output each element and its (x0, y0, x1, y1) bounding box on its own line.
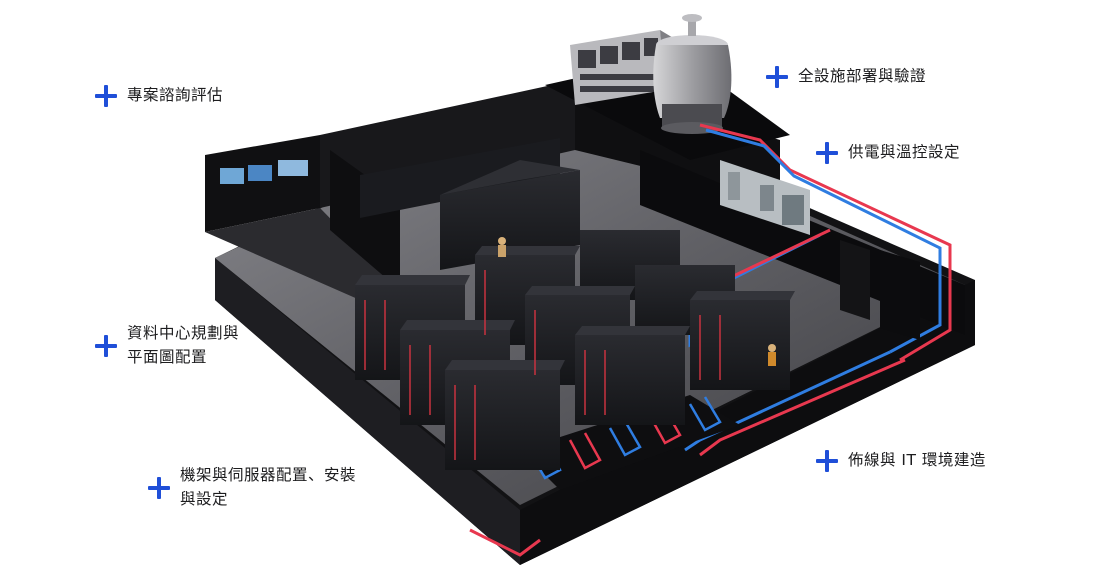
electrical-room (720, 160, 920, 340)
callout-text: 專案諮詢評估 (127, 83, 223, 107)
callout-racks[interactable]: 機架與伺服器配置、安裝 與設定 (148, 463, 356, 511)
callout-planning[interactable]: 資料中心規劃與 平面圖配置 (95, 321, 239, 369)
callout-deployment[interactable]: 全設施部署與驗證 (766, 64, 926, 88)
server-racks (355, 138, 795, 470)
plus-icon (816, 142, 838, 164)
callout-line: 平面圖配置 (127, 348, 208, 366)
cooling-tower (653, 14, 732, 134)
callout-line: 機架與伺服器配置、安裝 (180, 466, 357, 484)
callout-line: 與設定 (180, 490, 229, 508)
callout-line: 供電與溫控設定 (848, 143, 961, 161)
plus-icon (816, 450, 838, 472)
callout-line: 資料中心規劃與 (127, 324, 240, 342)
callout-text: 資料中心規劃與 平面圖配置 (127, 321, 239, 369)
plus-icon (766, 66, 788, 88)
callout-text: 全設施部署與驗證 (798, 64, 926, 88)
callout-text: 機架與伺服器配置、安裝 與設定 (180, 463, 356, 511)
callout-text: 佈線與 IT 環境建造 (848, 448, 986, 472)
callout-consulting[interactable]: 專案諮詢評估 (95, 83, 223, 107)
callout-power-cooling[interactable]: 供電與溫控設定 (816, 140, 960, 164)
plus-icon (148, 477, 170, 499)
callout-line: 專案諮詢評估 (127, 86, 224, 104)
plus-icon (95, 85, 117, 107)
control-room (205, 150, 400, 300)
callout-line: 全設施部署與驗證 (798, 67, 927, 85)
plus-icon (95, 335, 117, 357)
callout-cabling[interactable]: 佈線與 IT 環境建造 (816, 448, 986, 472)
callout-line: 佈線與 IT 環境建造 (848, 451, 986, 469)
callout-text: 供電與溫控設定 (848, 140, 960, 164)
